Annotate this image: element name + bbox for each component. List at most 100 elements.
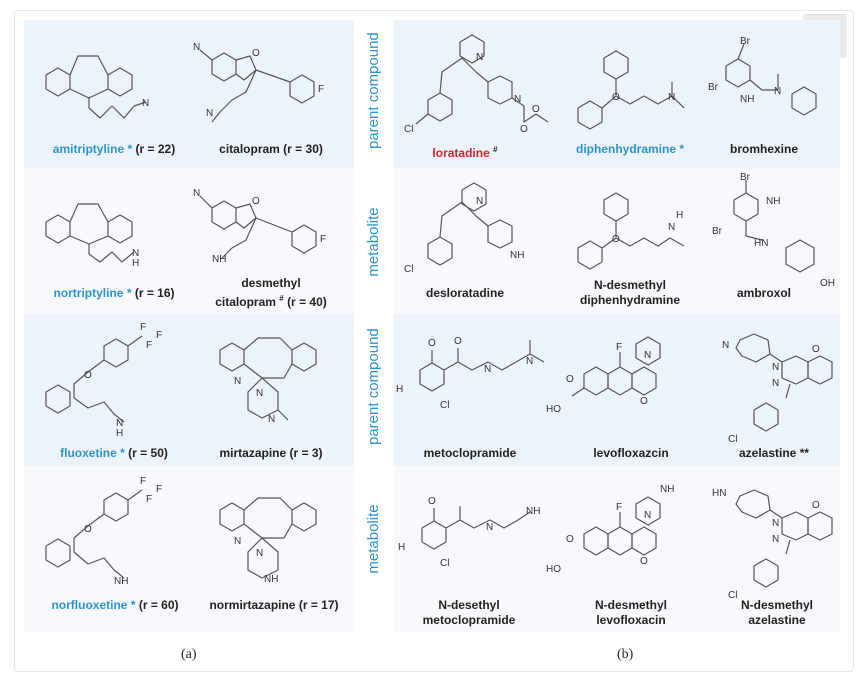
panel-a-label: (a)	[181, 647, 197, 662]
caption-normirtazapine: normirtazapine (r = 17)	[209, 598, 339, 612]
structure-metoclopramide	[419, 340, 545, 392]
atom-n-desloratadine-py: N	[476, 196, 483, 207]
panel-a-band-3	[24, 314, 354, 466]
atom-n2-n-desmethyl-azel: N	[772, 518, 779, 529]
atom-f-citalopram: F	[318, 84, 324, 95]
atom-n2-mirtazapine: N	[256, 388, 263, 399]
atom-o-desmethyl: O	[252, 196, 260, 207]
panel-b-label: (b)	[617, 647, 634, 662]
atom-nh2-bromhexine: NH	[740, 94, 754, 105]
atom-h-n-desmethyl-diphen: H	[676, 210, 683, 221]
atom-n1-normirtazapine: N	[234, 536, 241, 547]
panel-a-band-2	[24, 168, 354, 314]
atom-n-loratadine: N	[514, 94, 521, 105]
atom-f3-fluoxetine: F	[146, 340, 152, 351]
structure-desmethyl-citalopram	[199, 195, 317, 259]
atom-n-levofloxazcin: N	[644, 350, 651, 361]
atom-nh-normirtazapine: NH	[264, 574, 278, 585]
atom-nh-n-desmethyl-levo: NH	[660, 484, 674, 495]
atom-n-azelastine: N	[722, 340, 729, 351]
atom-n-citalopram-cn: N	[193, 42, 200, 53]
atom-nh-desloratadine: NH	[510, 250, 524, 261]
caption-n-desmethyl-diphenhydramine: N-desmethyl diphenhydramine	[579, 278, 680, 307]
structure-n-desmethyl-diphenhydramine	[577, 192, 685, 270]
atom-h2n-n-desethyl-meto: H	[398, 542, 405, 553]
structure-levofloxazcin	[571, 336, 661, 397]
caption-citalopram: citalopram (r = 30)	[219, 142, 323, 156]
caption-nortriptyline: nortriptyline * (r = 16)	[53, 286, 175, 300]
atom-n-amitriptyline: N	[142, 98, 149, 109]
panel-a-band-4	[24, 466, 354, 632]
atom-h2n-metoclopramide: H	[396, 384, 403, 395]
structure-fluoxetine	[45, 335, 143, 423]
atom-cl-metoclopramide: Cl	[440, 400, 449, 411]
caption-metoclopramide: metoclopramide	[423, 446, 517, 460]
caption-desmethyl-line1: desmethyl	[241, 276, 301, 290]
atom-n-citalopram: N	[206, 108, 213, 119]
atom-n1-mirtazapine: N	[234, 376, 241, 387]
structure-mirtazapine	[219, 337, 317, 421]
caption-levofloxazcin: levofloxazcin	[593, 446, 669, 460]
atom-br2-bromhexine: Br	[708, 82, 719, 93]
atom-o2-loratadine: O	[532, 104, 540, 115]
atom-o-norfluoxetine: O	[84, 524, 92, 535]
atom-f1-norfluoxetine: F	[140, 476, 146, 487]
atom-f-desmethyl: F	[320, 234, 326, 245]
atom-n3-n-desmethyl-azel: N	[772, 534, 779, 545]
structure-n-desmethyl-levofloxacin	[583, 496, 661, 556]
caption-loratadine: loratadine #	[432, 145, 498, 160]
atom-cl-loratadine: Cl	[404, 124, 413, 135]
atom-cl-n-desmethyl-azel: Cl	[728, 590, 737, 601]
atom-br1-bromhexine: Br	[740, 36, 751, 47]
structure-citalopram	[199, 49, 315, 123]
atom-o1-loratadine: O	[520, 124, 528, 135]
structure-normirtazapine	[219, 497, 317, 579]
atom-o2-n-desmethyl-levo: O	[640, 556, 648, 567]
atom-ho-n-desmethyl-levo: HO	[546, 564, 561, 575]
atom-o-fluoxetine: O	[84, 370, 92, 381]
atom-o-metoclopramide: O	[428, 338, 436, 349]
caption-desloratadine: desloratadine	[425, 286, 505, 300]
atom-n1-n-desethyl-meto: N	[486, 522, 493, 533]
atom-o-diphenhydramine: O	[612, 92, 620, 103]
atom-n3-azelastine: N	[772, 378, 779, 389]
structure-loratadine	[415, 34, 549, 125]
atom-n-diphenhydramine: N	[668, 92, 675, 103]
atom-f-n-desmethyl-levo: F	[616, 502, 622, 513]
atom-o-n-desmethyl-levo: O	[566, 534, 574, 545]
caption-amitriptyline: amitriptyline * (r = 22)	[52, 142, 176, 156]
atom-n-desmethyl-cn: N	[193, 188, 200, 199]
atom-o-n-desmethyl-azel: O	[812, 500, 820, 511]
caption-azelastine: azelastine **	[738, 446, 810, 460]
panel-b-band-4	[394, 466, 840, 632]
atom-o2-metoclopramide: O	[454, 336, 462, 347]
atom-f-levofloxazcin: F	[616, 342, 622, 353]
caption-ambroxol: ambroxol	[736, 286, 791, 300]
atom-nh2-ambroxol: NH	[766, 196, 780, 207]
structure-n-desethyl-metoclopramide	[421, 506, 531, 550]
panel-b-band-2	[394, 168, 840, 314]
atom-n-loratadine-py: N	[476, 52, 483, 63]
structure-nortriptyline	[45, 203, 135, 263]
atom-br1-ambroxol: Br	[740, 172, 751, 183]
panel-b-band-1	[394, 20, 840, 168]
panel-a-band-1	[24, 20, 354, 168]
atom-o2-levofloxazcin: O	[640, 396, 648, 407]
structure-norfluoxetine	[45, 489, 143, 579]
atom-n-n-desmethyl-diphen: N	[668, 222, 675, 233]
atom-n2-normirtazapine: N	[256, 548, 263, 559]
atom-nh-n-desethyl-meto: NH	[526, 506, 540, 517]
atom-f2-norfluoxetine: F	[156, 484, 162, 495]
atom-br2-ambroxol: Br	[712, 226, 723, 237]
atom-ho-levofloxazcin: HO	[546, 404, 561, 415]
atom-o-levofloxazcin: O	[566, 374, 574, 385]
atom-oh-ambroxol: OH	[820, 278, 835, 289]
atom-nh-desmethyl: NH	[212, 254, 226, 265]
caption-n-desmethyl-azelastine: N-desmethyl azelastine	[740, 598, 814, 627]
caption-norfluoxetine: norfluoxetine * (r = 60)	[51, 598, 179, 612]
structure-bromhexine	[725, 43, 817, 116]
atom-n-bromhexine: N	[774, 86, 781, 97]
atom-hn-ambroxol: HN	[754, 238, 768, 249]
caption-fluoxetine: fluoxetine * (r = 50)	[60, 446, 168, 460]
